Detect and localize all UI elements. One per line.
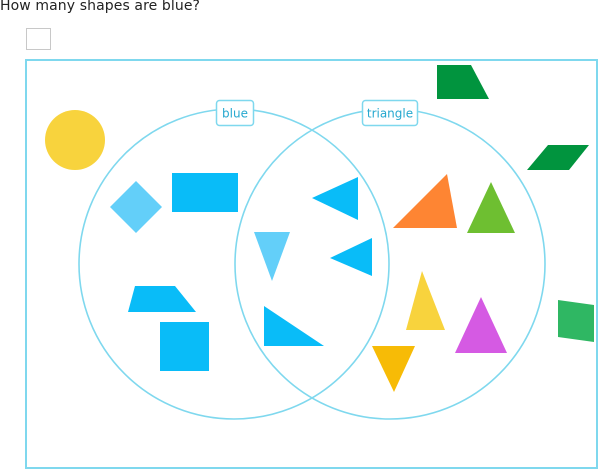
yellow-circle-shape	[45, 110, 105, 170]
blue-rectangle-shape	[172, 173, 238, 212]
question-text: How many shapes are blue?	[0, 0, 201, 14]
answer-input[interactable]	[26, 28, 51, 50]
svg-text:triangle: triangle	[367, 107, 413, 121]
venn-frame	[25, 59, 598, 469]
orange-yellow-triangle-shape	[372, 346, 415, 392]
blue-square-shape	[160, 322, 209, 371]
blue-triangle-shape	[330, 238, 372, 276]
green-parallelogram-shape	[527, 145, 589, 170]
green-quadrilateral-shape	[558, 300, 594, 342]
triangle-set-label: triangle	[361, 99, 419, 127]
orange-triangle-shape	[393, 174, 457, 228]
light-blue-triangle-shape	[254, 232, 290, 281]
blue-triangle-shape	[312, 177, 358, 220]
blue-trapezoid-shape	[128, 286, 196, 312]
green-triangle-shape	[467, 182, 515, 233]
blue-set-circle	[78, 108, 390, 420]
blue-triangle-shape	[264, 306, 324, 346]
light-blue-diamond-shape	[110, 181, 162, 233]
green-trapezoid-shape	[437, 65, 489, 99]
blue-set-label: blue	[215, 99, 255, 127]
yellow-triangle-shape	[406, 271, 445, 330]
svg-text:blue: blue	[222, 107, 248, 121]
purple-triangle-shape	[455, 297, 507, 353]
